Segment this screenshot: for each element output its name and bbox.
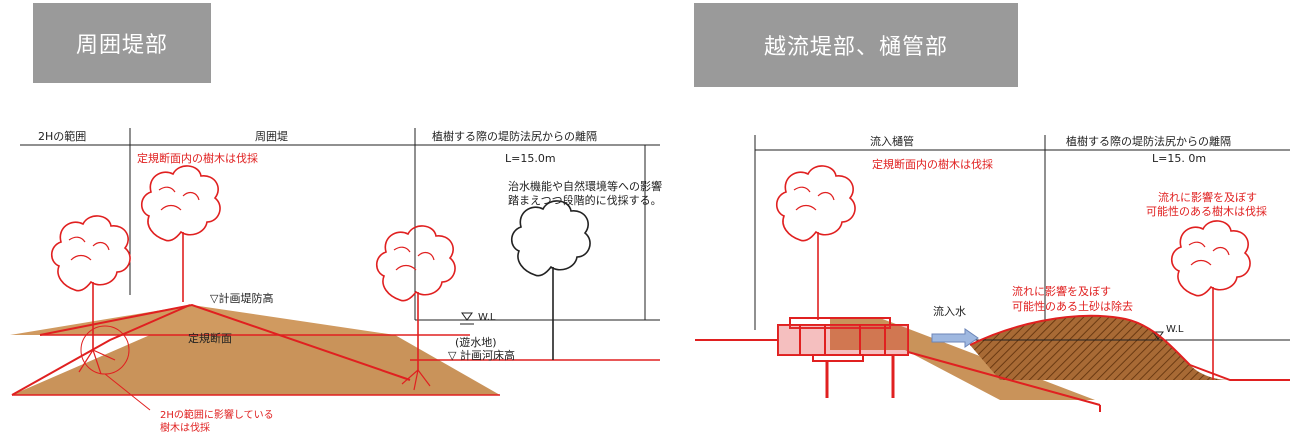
basin-label: (遊水地) (455, 335, 497, 349)
header-2h-range: 2Hの範囲 (38, 129, 86, 143)
note-right-line2: 可能性のある樹木は伐採 (1146, 204, 1267, 218)
header-distance-right: 植樹する際の堤防法尻からの離隔 (1066, 134, 1231, 148)
water-level-left: W.L (478, 312, 496, 323)
water-level-right: W.L (1166, 324, 1184, 335)
distance-label-left: L=15.0m (505, 152, 556, 165)
right-cross-section (695, 135, 1290, 412)
left-cross-section (10, 128, 660, 411)
levee-section (10, 305, 395, 335)
levee-base (12, 335, 500, 395)
section-label: 定規断面 (188, 331, 232, 345)
sediment-note-line2: 可能性のある土砂は除去 (1012, 299, 1133, 313)
plan-crest-label: ▽計画堤防高 (210, 291, 273, 305)
note-line1: 治水機能や自然環境等への影響 (508, 179, 662, 193)
tab-overflow-levee-sluice: 越流堤部、樋管部 (694, 3, 1018, 87)
note-right-line1: 流れに影響を及ぼす (1158, 190, 1257, 204)
inflow-arrow (931, 328, 979, 348)
bottom-note-line2: 樹木は伐採 (160, 421, 210, 434)
red-note-right: 定規断面内の樹木は伐採 (872, 157, 993, 171)
distance-label-right: L=15. 0m (1152, 152, 1206, 165)
header-distance-left: 植樹する際の堤防法尻からの離隔 (432, 129, 597, 143)
inflow-label: 流入水 (933, 304, 966, 318)
plan-bed-label: ▽ 計画河床高 (448, 348, 515, 362)
sediment-mound (970, 315, 1230, 380)
note-line2: 踏まえつつ段階的に伐採する。 (508, 193, 662, 207)
bottom-note-line1: 2Hの範囲に影響している (160, 408, 274, 421)
header-surrounding-levee: 周囲堤 (255, 130, 288, 143)
sediment-note-line1: 流れに影響を及ぼす (1012, 284, 1111, 298)
tab-surrounding-levee: 周囲堤部 (33, 3, 211, 83)
header-sluice: 流入樋管 (870, 134, 914, 148)
red-note-left: 定規断面内の樹木は伐採 (137, 151, 258, 165)
